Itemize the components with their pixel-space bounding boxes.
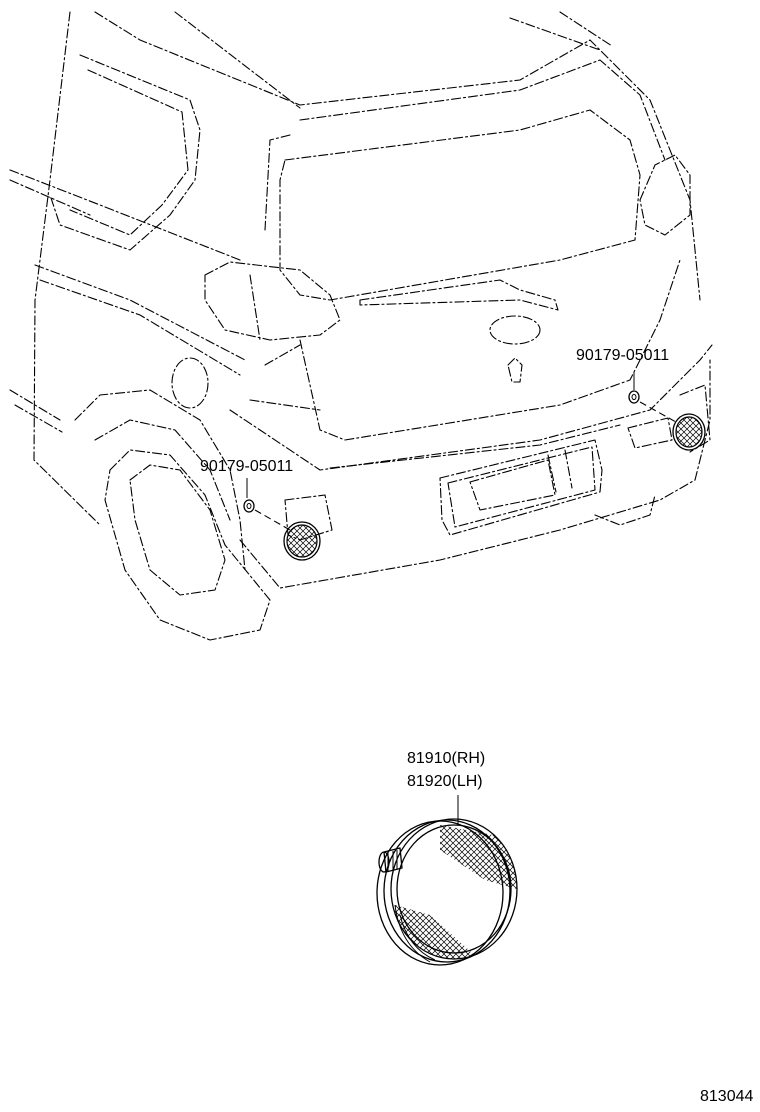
vehicle-outline [9,11,713,641]
callout-bolt-right: 90179-05011 [576,347,669,364]
callout-reflector-rh: 81910(RH) [407,750,485,767]
clip-right-icon [628,390,640,404]
figure-code: 813044 [700,1088,753,1105]
reflector-right-installed [672,413,706,451]
reflector-left-installed [283,521,321,561]
reflector-part-detail [376,818,518,966]
callout-reflector-lh: 81920(LH) [407,773,483,790]
assembly-line-right [639,401,677,423]
assembly-line-left [254,509,291,531]
clip-left-icon [243,499,255,513]
callout-bolt-left: 90179-05011 [200,458,293,475]
